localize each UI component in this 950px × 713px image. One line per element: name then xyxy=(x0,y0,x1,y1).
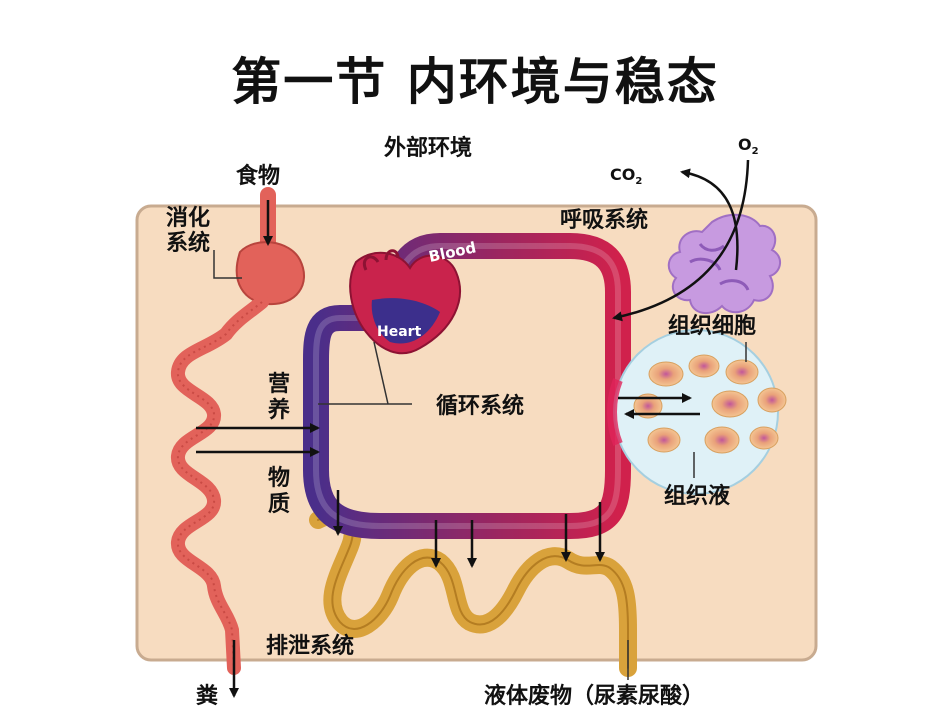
tissue-fluid-label: 组织液 xyxy=(664,484,731,509)
tissue-cell xyxy=(711,390,749,418)
tissue-cell xyxy=(647,427,681,453)
tissue-cell xyxy=(725,359,759,385)
leader-line xyxy=(373,341,389,405)
feces-label: 粪 xyxy=(196,684,219,709)
respiratory-system-label: 呼吸系统 xyxy=(560,208,649,233)
tissue-cells-group xyxy=(633,354,787,454)
leader-lines xyxy=(213,250,747,680)
o2-in-arrow xyxy=(612,159,750,322)
tissue-cell xyxy=(749,426,779,450)
tissue-cell xyxy=(648,361,684,387)
external-environment-label: 外部环境 xyxy=(384,136,473,161)
kidney-tubule-icon xyxy=(309,506,637,677)
tissue-cell xyxy=(688,354,720,378)
co2-out-arrow xyxy=(680,168,739,271)
excretory-system-label: 排泄系统 xyxy=(266,634,355,659)
o2-label: O2 xyxy=(738,135,759,157)
page-title: 第一节 内环境与稳态 xyxy=(231,53,719,111)
nutrient-char: 物 xyxy=(267,466,290,491)
tissue-cells-label: 组织细胞 xyxy=(668,314,757,339)
heart-icon xyxy=(349,249,461,355)
leader-line xyxy=(213,250,242,279)
tissue-cell xyxy=(704,426,740,454)
nutrient-char: 质 xyxy=(267,492,290,517)
heart-label: Heart xyxy=(377,324,422,340)
liquid-waste-label: 液体废物（尿素尿酸） xyxy=(484,684,705,709)
tissue-cell xyxy=(757,387,787,413)
lung-icon xyxy=(667,213,781,315)
food-label: 食物 xyxy=(236,164,281,189)
blood-vessel-loop xyxy=(303,233,631,539)
digestive-system-label: 消化系统 xyxy=(166,206,211,257)
nutrient-char: 养 xyxy=(267,398,290,423)
co2-label: CO2 xyxy=(610,165,642,187)
body-panel xyxy=(135,204,818,662)
flow-arrows xyxy=(196,159,750,698)
tissue-cell xyxy=(633,393,663,419)
circulatory-system-label: 循环系统 xyxy=(436,394,525,419)
nutrient-char: 营 xyxy=(267,372,290,397)
